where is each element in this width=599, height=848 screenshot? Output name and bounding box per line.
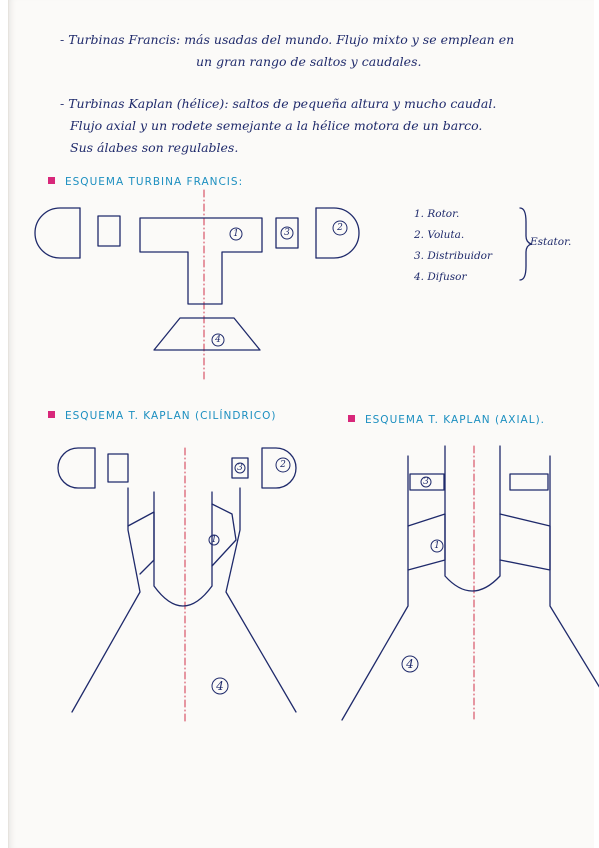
francis-label-3-circle [280,226,294,240]
kaplan-cyl-volute-right [261,447,297,489]
kaplan-axial-distributor-right [509,473,549,491]
kaplan-cyl-label-2: 2 [279,460,286,470]
francis-distributor-right [275,217,299,249]
heading-francis-text: ESQUEMA TURBINA FRANCIS: [65,176,244,188]
francis-diffuser [153,317,261,351]
heading-kaplan-axial-text: ESQUEMA T. KAPLAN (AXIAL). [365,414,546,426]
kaplan-axial-label-3: 3 [423,477,429,487]
francis-description-line-2: un gran rango de saltos y caudales. [196,54,422,69]
francis-volute-left [34,207,81,259]
francis-rotor [139,217,263,305]
kaplan-cyl-rotor-hub [153,491,213,607]
kaplan-cyl-label-3: 3 [237,463,243,473]
kaplan-axial-right-wall [549,455,599,688]
kaplan-axial-left-wall [341,455,409,721]
heading-kaplan-cylindrical: ESQUEMA T. KAPLAN (CILÍNDRICO) [48,410,276,422]
legend-item-voluta: 2. Voluta. [414,229,465,241]
heading-francis: ESQUEMA TURBINA FRANCIS: [48,176,243,188]
kaplan-description-line-2: Flujo axial y un rodete semejante a la h… [70,118,483,133]
kaplan-axial-diagram [341,445,599,723]
kaplan-cyl-left-wall [71,487,141,713]
kaplan-axial-label-4-circle [401,655,419,673]
francis-turbine-diagram [34,189,360,383]
kaplan-cyl-blade-left [127,511,155,575]
francis-label-2: 2 [336,223,343,233]
kaplan-description-line-3: Sus álabes son regulables. [70,140,239,155]
legend-item-distribuidor: 3. Distribuidor [414,250,493,262]
kaplan-axial-label-1: 1 [434,541,440,551]
kaplan-axial-blade-right [499,513,551,571]
francis-label-1: 1 [233,229,239,239]
kaplan-cyl-label-1: 1 [211,535,217,545]
kaplan-cyl-distributor-left [107,453,129,483]
kaplan-cylindrical-diagram [57,447,297,723]
kaplan-cyl-label-1-circle [208,534,220,546]
kaplan-axial-blade-left [407,513,446,571]
heading-kaplan-cylindrical-text: ESQUEMA T. KAPLAN (CILÍNDRICO) [65,410,277,422]
legend-brace-label: Estator. [530,236,572,248]
francis-label-3: 3 [284,228,290,238]
kaplan-cyl-right-wall [225,487,297,713]
kaplan-cyl-blade-right [211,503,237,567]
francis-label-4-circle [211,333,225,347]
pink-square-bullet-icon [48,411,55,418]
francis-label-4: 4 [214,335,221,345]
francis-label-2-circle [332,220,348,236]
francis-volute-right [315,207,360,259]
kaplan-cyl-distributor-right [231,457,249,479]
pink-square-bullet-icon [348,415,355,422]
francis-label-1-circle [229,227,243,241]
kaplan-axial-label-3-circle [420,476,432,488]
component-legend: 1. Rotor. 2. Voluta. 3. Distribuidor 4. … [414,204,492,288]
legend-brace [519,207,532,281]
kaplan-axial-distributor-left [409,473,445,491]
francis-description-line-1: - Turbinas Francis: más usadas del mundo… [60,32,515,47]
kaplan-cyl-label-4-circle [211,677,229,695]
francis-distributor-left [97,215,121,247]
legend-item-rotor: 1. Rotor. [414,208,460,220]
heading-kaplan-axial: ESQUEMA T. KAPLAN (AXIAL). [348,414,545,426]
kaplan-description-line-1: - Turbinas Kaplan (hélice): saltos de pe… [60,96,497,111]
kaplan-axial-label-1-circle [430,539,444,553]
kaplan-cyl-label-3-circle [234,462,246,474]
kaplan-cyl-volute-left [57,447,96,489]
pink-square-bullet-icon [48,177,55,184]
kaplan-axial-label-4: 4 [405,657,414,671]
kaplan-axial-shaft [444,445,501,592]
kaplan-cyl-label-2-circle [275,457,291,473]
kaplan-cyl-label-4: 4 [215,679,224,693]
notebook-page [8,0,594,848]
legend-item-difusor: 4. Difusor [414,271,467,283]
